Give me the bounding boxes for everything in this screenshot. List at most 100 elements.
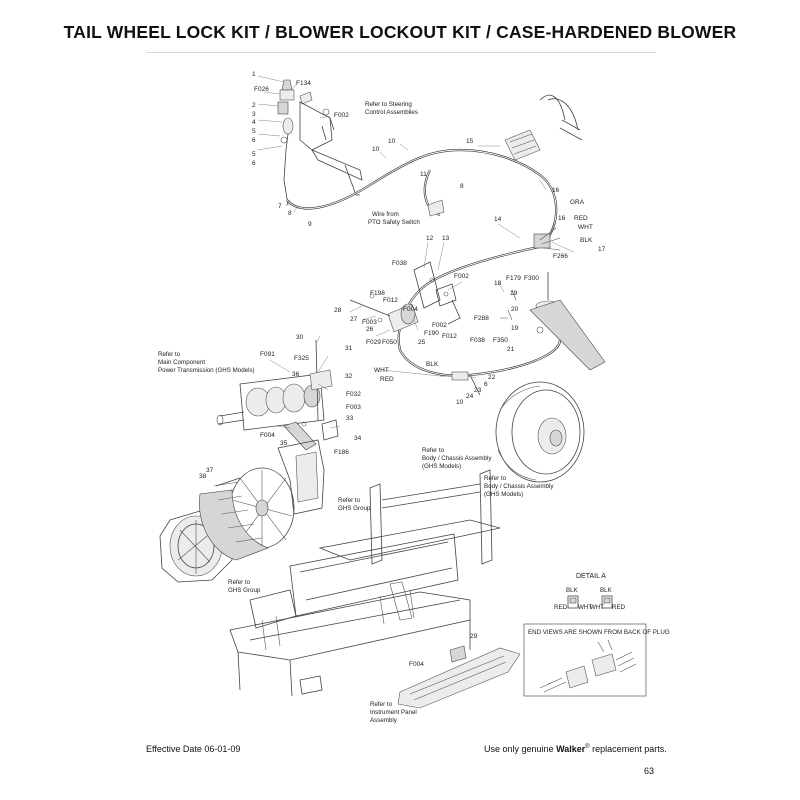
callout-label: 36 bbox=[292, 371, 300, 378]
detail-wire-label: BLK bbox=[566, 587, 579, 594]
callout-label: RED bbox=[574, 215, 588, 222]
detail-wire-label: BLK bbox=[600, 587, 613, 594]
callout-label: 13 bbox=[442, 235, 450, 242]
end-views-note: END VIEWS ARE SHOWN FROM BACK OF PLUG bbox=[528, 629, 670, 636]
reference-note-line: Power Transmission (GHS Models) bbox=[158, 367, 255, 374]
reference-note-line: Refer to bbox=[158, 351, 181, 358]
callout-label: 16 bbox=[558, 215, 566, 222]
genuine-parts-note: Use only genuine Walker® replacement par… bbox=[484, 744, 667, 754]
callout-label: F004 bbox=[409, 661, 424, 668]
cable-harness bbox=[286, 94, 583, 396]
callout-label: 1 bbox=[252, 71, 256, 78]
genuine-suffix: replacement parts. bbox=[589, 744, 667, 754]
callout-label: F288 bbox=[474, 315, 489, 322]
callout-label: 14 bbox=[494, 216, 502, 223]
genuine-prefix: Use only genuine bbox=[484, 744, 557, 754]
callout-label: GRA bbox=[570, 199, 585, 206]
callout-label: F038 bbox=[470, 337, 485, 344]
callout-label: 27 bbox=[350, 316, 358, 323]
instrument-panel bbox=[397, 645, 521, 709]
callout-label: 12 bbox=[426, 235, 434, 242]
reference-note-line: Instrument Panel bbox=[370, 709, 417, 716]
reference-note-line: Refer to bbox=[228, 579, 251, 586]
callout-label: F026 bbox=[254, 86, 269, 93]
reference-note-line: Main Component bbox=[158, 359, 205, 366]
lockout-lever bbox=[283, 339, 339, 451]
reference-note-line: Body / Chassis Assembly bbox=[484, 483, 554, 490]
reference-note-line: Body / Chassis Assembly bbox=[422, 455, 492, 462]
callout-label: F300 bbox=[524, 275, 539, 282]
end-views-box: END VIEWS ARE SHOWN FROM BACK OF PLUG bbox=[523, 623, 670, 697]
callout-label: 6 bbox=[484, 381, 488, 388]
detail-wire-label: WHT bbox=[578, 604, 592, 611]
detail-a: DETAIL A BLK BLK RED WHT WHT RED bbox=[554, 573, 626, 611]
callout-label: F004 bbox=[260, 432, 275, 439]
callout-label: 26 bbox=[366, 326, 374, 333]
callout-label: F134 bbox=[296, 80, 311, 87]
power-transmission bbox=[216, 373, 325, 431]
callout-label: F190 bbox=[424, 330, 439, 337]
callout-label: 8 bbox=[460, 183, 464, 190]
callout-label: 28 bbox=[334, 307, 342, 314]
reference-note-line: (GHS Models) bbox=[484, 491, 523, 498]
reference-note-line: Refer to bbox=[484, 475, 507, 482]
callout-label: 20 bbox=[511, 306, 519, 313]
inline-connector bbox=[440, 371, 469, 381]
callout-label: F325 bbox=[294, 355, 309, 362]
reference-notes: Refer to Steering Control Assemblies Wir… bbox=[158, 101, 554, 724]
steering-bracket bbox=[299, 101, 363, 196]
plug-connector bbox=[533, 227, 561, 251]
callout-label: F002 bbox=[454, 273, 469, 280]
callout-label: 10 bbox=[388, 138, 396, 145]
detail-wire-label: RED bbox=[612, 604, 626, 611]
callout-label: BLK bbox=[580, 237, 593, 244]
callout-label: 24 bbox=[466, 393, 474, 400]
callout-label: F012 bbox=[383, 297, 398, 304]
blower-lever-bracket bbox=[500, 272, 606, 371]
solenoid-assembly bbox=[349, 293, 419, 333]
reference-note-line: Control Assemblies bbox=[365, 109, 418, 116]
detail-wire-label: WHT bbox=[590, 604, 604, 611]
reference-note-line: Assembly bbox=[370, 717, 398, 724]
reference-note-line: Refer to Steering bbox=[365, 101, 412, 108]
reference-note-line: Refer to bbox=[422, 447, 445, 454]
callout-label: F091 bbox=[260, 351, 275, 358]
callout-label: WHT bbox=[578, 224, 593, 231]
page-title: TAIL WHEEL LOCK KIT / BLOWER LOCKOUT KIT… bbox=[63, 22, 737, 42]
pto-switch-wire bbox=[427, 199, 445, 217]
tail-wheel-tire bbox=[495, 381, 585, 483]
part-callouts: 1 F134 F026 2 3 4 5 6 4 5 6 F002 7 8 9 1… bbox=[199, 71, 606, 668]
callout-label: 4 bbox=[252, 119, 256, 126]
callout-label: F350 bbox=[493, 337, 508, 344]
reference-note-line: GHS Group bbox=[338, 505, 371, 512]
tail-wheel-lock-handle bbox=[277, 79, 313, 206]
callout-label: 9 bbox=[308, 221, 312, 228]
detail-a-title: DETAIL A bbox=[576, 573, 606, 580]
callout-label: 29 bbox=[470, 633, 478, 640]
callout-label: 25 bbox=[418, 339, 426, 346]
callout-label: 10 bbox=[456, 399, 464, 406]
callout-label: F002 bbox=[334, 112, 349, 119]
callout-label: 19 bbox=[510, 290, 518, 297]
callout-label: 37 bbox=[206, 467, 214, 474]
chassis-frame bbox=[229, 469, 501, 697]
reference-note-line: (GHS Models) bbox=[422, 463, 461, 470]
callout-label: 6 bbox=[252, 160, 256, 167]
callout-label: 30 bbox=[296, 334, 304, 341]
callout-label: 19 bbox=[511, 325, 519, 332]
callout-label: 8 bbox=[288, 210, 292, 217]
callout-label: 7 bbox=[278, 203, 282, 210]
reference-note-line: Refer to bbox=[338, 497, 361, 504]
callout-label: 5 bbox=[252, 151, 256, 158]
callout-label: 16 bbox=[552, 187, 560, 194]
callout-label: 35 bbox=[280, 440, 288, 447]
reference-note-line: GHS Group bbox=[228, 587, 261, 594]
registered-mark: ® bbox=[585, 744, 590, 750]
callout-label: 32 bbox=[345, 373, 353, 380]
reference-note-line: PTO Safety Switch bbox=[368, 219, 420, 226]
callout-label: F004 bbox=[403, 306, 418, 313]
effective-date: Effective Date 06-01-09 bbox=[146, 744, 241, 754]
callout-label: F032 bbox=[346, 391, 361, 398]
callout-label: BLK bbox=[426, 361, 439, 368]
